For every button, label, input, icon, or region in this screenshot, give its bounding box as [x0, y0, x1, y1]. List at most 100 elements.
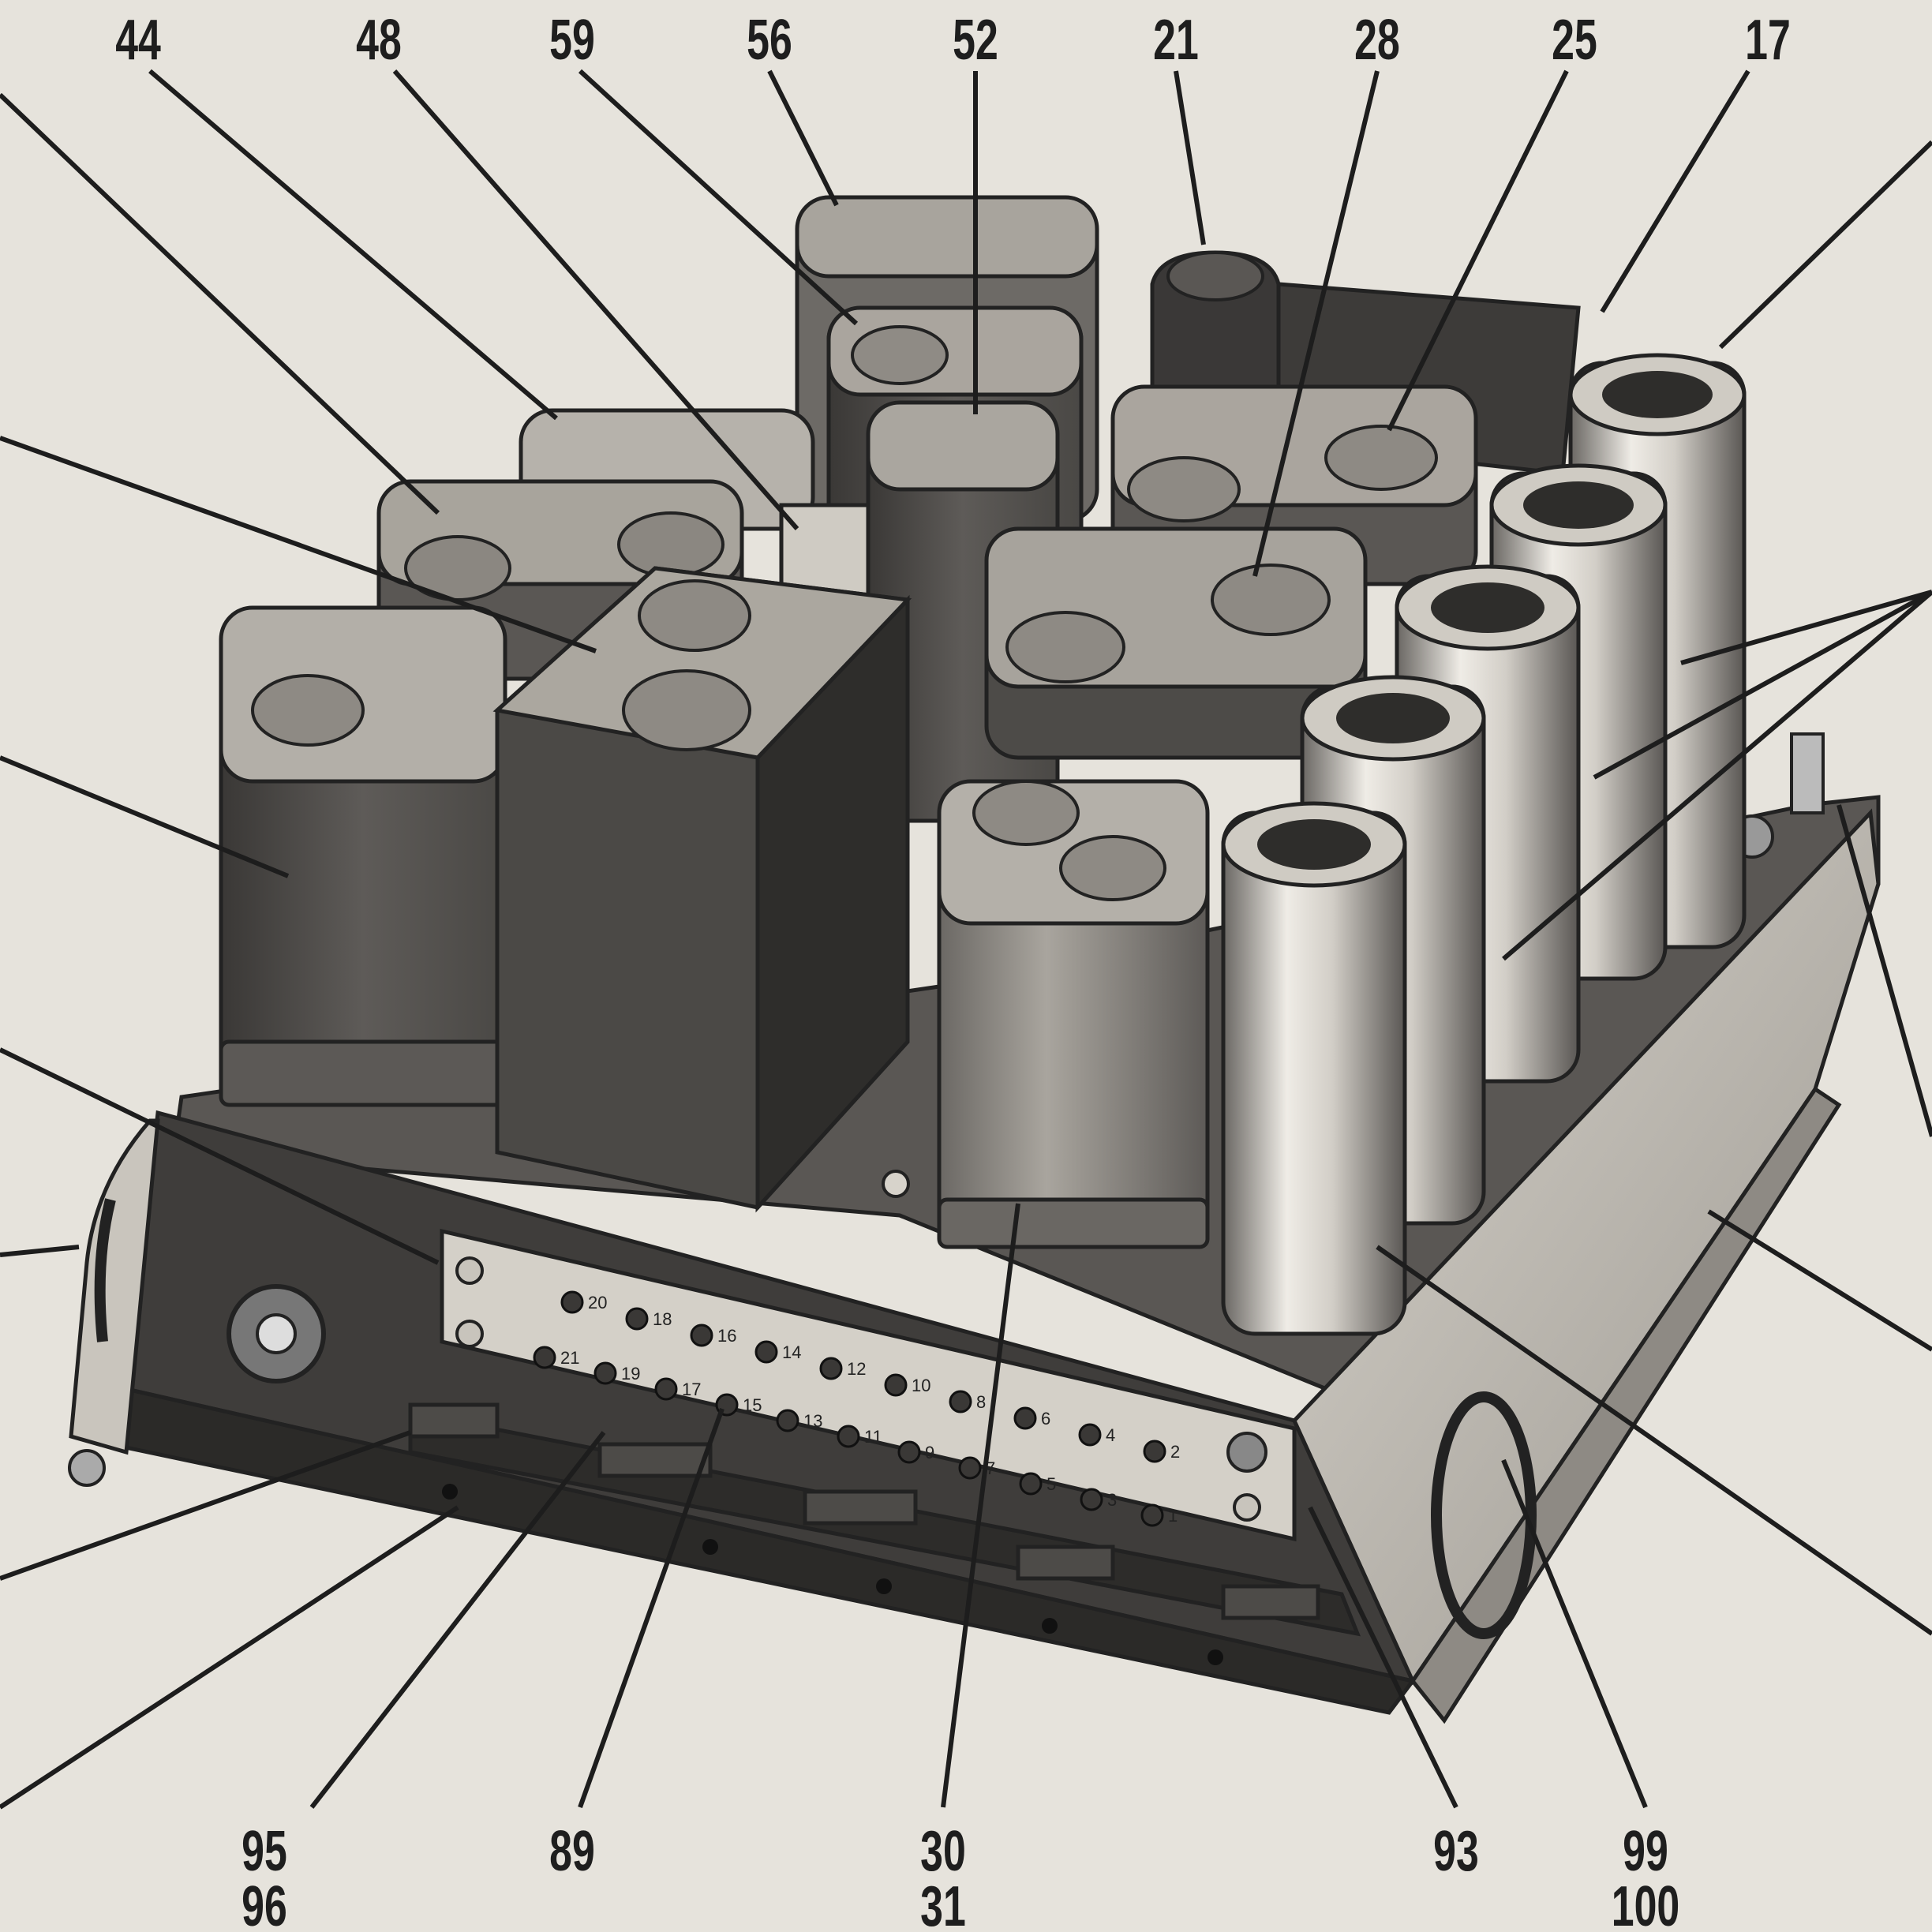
- tall-filter-can-top: [866, 400, 1060, 492]
- bottom-callouts: 95 96 89 30 31 93 99 100: [242, 1820, 1679, 1932]
- can-front-left-band: [219, 1039, 507, 1107]
- callout-28: 28: [1354, 9, 1400, 72]
- hinge-holes: [442, 1484, 1223, 1665]
- callout-44: 44: [115, 9, 161, 72]
- can-30-band: [937, 1197, 1210, 1249]
- board-screw: [1233, 1493, 1261, 1522]
- right-end-ring: [1431, 1391, 1537, 1639]
- callout-99: 99: [1623, 1820, 1668, 1883]
- board-screw: [455, 1320, 484, 1348]
- callout-25: 25: [1552, 9, 1597, 72]
- terminal-hole: [837, 1425, 860, 1448]
- terminal-hole: [625, 1307, 649, 1331]
- terminal-number: 20: [588, 1293, 607, 1312]
- terminal-number: 3: [1107, 1490, 1117, 1510]
- terminal-hole: [1013, 1406, 1037, 1430]
- tube-shields: [1221, 353, 1747, 1336]
- can-28-grommet: [1005, 611, 1125, 683]
- terminal-hole: [819, 1357, 843, 1380]
- terminal-hole: [533, 1346, 556, 1369]
- callout-100: 100: [1612, 1875, 1679, 1932]
- terminal-number: 18: [653, 1309, 672, 1329]
- terminal-hole: [690, 1324, 713, 1347]
- terminal-hole: [897, 1440, 921, 1464]
- callout-17: 17: [1745, 9, 1791, 72]
- terminal-hole: [1080, 1488, 1103, 1511]
- terminal-number: 14: [782, 1342, 801, 1362]
- terminal-number: 13: [803, 1411, 822, 1431]
- callout-95: 95: [242, 1820, 287, 1883]
- board-screw: [455, 1256, 484, 1285]
- callout-89: 89: [549, 1820, 595, 1883]
- terminal-hole: [949, 1390, 972, 1413]
- terminal-hole: [593, 1361, 617, 1385]
- callout-48: 48: [356, 9, 402, 72]
- leader-lines: [0, 69, 1932, 1810]
- binding-post-stud: [256, 1313, 297, 1354]
- terminal-hole: [1078, 1423, 1102, 1447]
- can-mid-left-grommet: [617, 511, 724, 578]
- terminal-hole: [884, 1373, 908, 1397]
- terminal-number: 8: [976, 1392, 986, 1412]
- hinge-knuckles: [408, 1402, 1320, 1620]
- left-end-bracket: [69, 1118, 160, 1455]
- rear-components: [519, 195, 1581, 823]
- tube-cap-21-top: [1166, 251, 1264, 301]
- front-components: [219, 566, 1210, 1249]
- can-30-grommet: [1059, 835, 1166, 901]
- right-side-bracket-flange: [1410, 1086, 1842, 1724]
- terminal-hole: [1019, 1472, 1043, 1496]
- terminal-number: 12: [847, 1359, 866, 1379]
- front-nut: [68, 1449, 106, 1487]
- terminal-number: 11: [864, 1427, 882, 1447]
- can-front-left-grommet: [251, 674, 365, 747]
- terminal-hole: [754, 1340, 778, 1364]
- terminal-number: 1: [1168, 1506, 1178, 1526]
- terminal-holes-top-row: 20 18 16 14 12 10 8 6 4 2: [560, 1290, 1180, 1463]
- terminal-number: 19: [621, 1364, 640, 1383]
- terminal-number: 4: [1106, 1425, 1115, 1445]
- top-callouts: 44 48 59 56 52 21 28 25 17: [115, 9, 1791, 72]
- big-front-transformer-grommet: [622, 669, 751, 751]
- terminal-number: 9: [925, 1443, 934, 1462]
- left-end-slot: [94, 1198, 116, 1342]
- terminal-hole: [776, 1409, 799, 1432]
- terminal-number: 2: [1170, 1442, 1180, 1462]
- callout-59: 59: [549, 9, 595, 72]
- can-52-grommet: [851, 325, 949, 385]
- terminal-number: 16: [717, 1326, 736, 1346]
- terminal-number: 10: [912, 1376, 930, 1395]
- big-front-transformer-grommet: [638, 579, 751, 652]
- screw: [882, 1170, 910, 1198]
- terminal-number: 21: [560, 1348, 579, 1368]
- callout-93: 93: [1433, 1820, 1479, 1883]
- terminal-number: 6: [1041, 1409, 1050, 1428]
- can-right-rear-grommet: [1324, 425, 1438, 491]
- can-right-rear-grommet: [1127, 456, 1241, 522]
- terminal-number: 17: [682, 1380, 701, 1399]
- can-30-grommet: [972, 780, 1080, 846]
- callout-52: 52: [953, 9, 998, 72]
- can-28-grommet: [1211, 564, 1331, 636]
- terminal-hole: [958, 1456, 982, 1480]
- terminal-number: 5: [1046, 1474, 1056, 1494]
- tube-shield-5: [1221, 801, 1407, 1336]
- terminal-hole: [1140, 1503, 1164, 1527]
- middle-components: [376, 384, 1478, 760]
- side-stud: [1790, 732, 1825, 814]
- callout-21: 21: [1153, 9, 1199, 72]
- callout-56: 56: [747, 9, 792, 72]
- callout-31: 31: [920, 1875, 966, 1932]
- terminal-hole: [1143, 1440, 1166, 1463]
- callout-30: 30: [920, 1820, 966, 1883]
- callout-96: 96: [242, 1875, 287, 1932]
- terminal-board-plate: [440, 1228, 1297, 1542]
- terminal-hole: [654, 1377, 678, 1401]
- solder-lug: [1226, 1432, 1267, 1473]
- terminal-hole: [560, 1290, 584, 1314]
- terminal-number: 15: [743, 1395, 762, 1415]
- hinge-strip: [408, 1402, 1361, 1665]
